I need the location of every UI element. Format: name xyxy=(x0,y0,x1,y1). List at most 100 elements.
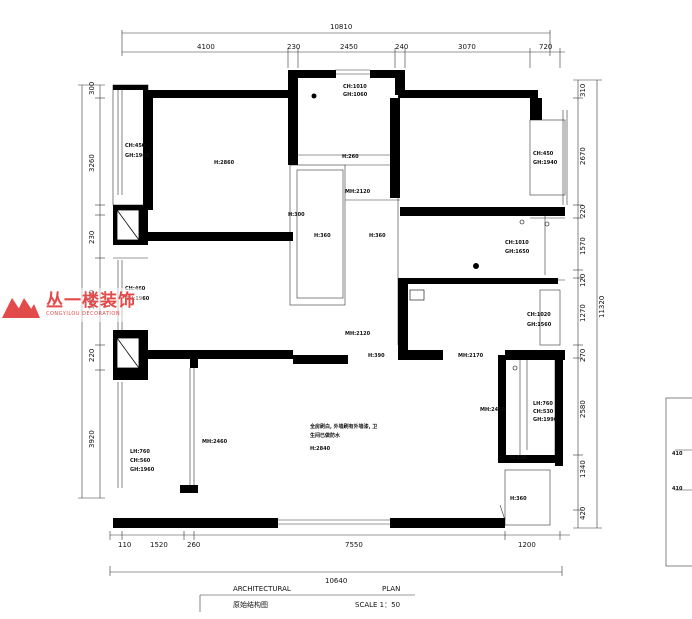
balcony-top-ch: CH:1010 xyxy=(343,84,367,90)
wall xyxy=(293,355,348,364)
adjacent-drawing-fragment: 410 410 xyxy=(672,451,683,492)
right-dim-7: 270 xyxy=(579,349,587,362)
pipe-symbol xyxy=(544,221,550,227)
right-window-low-gh: GH:1560 xyxy=(527,322,552,328)
living-note-line1: 全房刷白, 外墙刷有外墙漆, 卫 xyxy=(309,423,377,430)
right-bottom-window-ch: CH:530 xyxy=(533,409,554,415)
wall xyxy=(555,358,563,466)
beam-left: H:300 xyxy=(288,212,305,218)
right-window-low-ch: CH:1020 xyxy=(527,312,551,318)
living-height: H:2840 xyxy=(310,446,331,452)
right-total-dim: 11320 xyxy=(598,296,606,318)
wall xyxy=(288,70,298,165)
living-left-opening: MH:2460 xyxy=(202,439,228,445)
top-dim-1: 4100 xyxy=(197,43,215,51)
right-bottom-window-lh: LH:760 xyxy=(533,401,553,407)
watermark-title: 丛一楼装饰 xyxy=(46,291,136,311)
right-window-mid-gh: GH:1650 xyxy=(505,249,530,255)
shaft-cross xyxy=(116,209,140,241)
right-dimensions: 310 2670 220 1570 120 1270 270 2580 1340… xyxy=(579,84,606,520)
left-dim-6: 220 xyxy=(88,349,96,362)
right-dim-8: 2580 xyxy=(579,400,587,418)
right-dim-9: 1340 xyxy=(579,460,587,478)
wall xyxy=(143,350,293,359)
bottom-total-dim: 10640 xyxy=(325,577,347,585)
wall xyxy=(498,355,506,463)
top-dimensions: 10810 4100 230 2450 240 3070 720 xyxy=(197,23,552,51)
right-dim-1: 310 xyxy=(579,84,587,97)
walls xyxy=(113,70,565,528)
wall xyxy=(390,518,505,528)
title-plan: PLAN xyxy=(382,585,400,593)
right-dim-2: 2670 xyxy=(579,147,587,165)
corridor-upper-height: MH:2120 xyxy=(345,189,371,195)
drain-symbol xyxy=(473,263,479,269)
wall xyxy=(395,70,405,95)
shafts xyxy=(116,209,140,369)
living-note-line2: 生间已做防水 xyxy=(310,432,341,439)
left-dim-2: 3260 xyxy=(88,154,96,172)
symbols xyxy=(311,93,550,371)
wall xyxy=(398,278,558,284)
top-dim-3: 2450 xyxy=(340,43,358,51)
top-total-dim: 10810 xyxy=(330,23,352,31)
left-window-3-gh: GH:1960 xyxy=(130,467,155,473)
wall xyxy=(400,207,565,216)
wall xyxy=(288,70,336,78)
title-drawing-name: 原始结构图 xyxy=(233,600,268,609)
wall xyxy=(398,90,538,98)
fragment-label-1: 410 xyxy=(672,451,683,457)
left-dim-3: 230 xyxy=(88,231,96,244)
wall xyxy=(498,455,563,463)
beam-mid-1: H:360 xyxy=(314,233,331,239)
bottom-dim-3: 260 xyxy=(187,541,200,549)
bottom-dimensions: 110 1520 260 7550 1200 10640 xyxy=(118,541,536,585)
wall xyxy=(530,98,542,120)
corridor-lower-height: MH:2120 xyxy=(345,331,371,337)
left-window-3-lh: LH:760 xyxy=(130,449,150,455)
bottom-dim-4: 7550 xyxy=(345,541,363,549)
wall xyxy=(113,518,278,528)
left-dim-1: 300 xyxy=(88,82,96,95)
right-dim-4: 1570 xyxy=(579,237,587,255)
top-dim-2: 230 xyxy=(287,43,300,51)
title-scale: SCALE 1：50 xyxy=(355,601,400,609)
beam-bottom-right-2: H:360 xyxy=(510,496,527,502)
left-window-1-ch: CH:450 xyxy=(125,143,146,149)
drain-symbol xyxy=(311,93,317,99)
upper-right-window-ch: CH:450 xyxy=(533,151,554,157)
fragment-label-2: 410 xyxy=(672,486,683,492)
balcony-top-gh: GH:1060 xyxy=(343,92,368,98)
beam-right-low: MH:2170 xyxy=(458,353,484,359)
wall xyxy=(390,98,400,198)
right-dim-10: 420 xyxy=(579,507,587,520)
beam-low: H:390 xyxy=(368,353,385,359)
fixture-symbol xyxy=(409,289,425,301)
wall xyxy=(113,85,148,90)
wall xyxy=(143,90,153,210)
beam-mid-2: H:360 xyxy=(369,233,386,239)
brand-logo-icon xyxy=(2,298,40,318)
room-labels: H:2860 CH:450 GH:1960 CH:460 GH:1960 LH:… xyxy=(125,84,558,502)
bottom-dim-2: 1520 xyxy=(150,541,168,549)
title-architectural: ARCHITECTURAL xyxy=(233,585,291,593)
bottom-dim-5: 1200 xyxy=(518,541,536,549)
watermark-subtitle: CONGYILOU DECORATION xyxy=(46,311,121,317)
wall xyxy=(398,282,408,357)
left-window-1-gh: GH:1960 xyxy=(125,153,150,159)
watermark: 丛一楼装饰 CONGYILOU DECORATION xyxy=(0,288,142,322)
right-dim-5: 120 xyxy=(579,274,587,287)
living-right-opening: MH:2450 xyxy=(480,407,506,413)
wall xyxy=(143,232,293,241)
left-dimensions: 300 3260 230 1200 270 220 3920 xyxy=(88,82,96,448)
pipe-symbol xyxy=(512,365,518,371)
title-block: ARCHITECTURAL PLAN 原始结构图 SCALE 1：50 xyxy=(233,585,400,609)
right-bottom-window-gh: GH:1990 xyxy=(533,417,558,423)
shaft-cross xyxy=(116,337,140,369)
right-dim-6: 1270 xyxy=(579,304,587,322)
wall xyxy=(180,485,198,493)
top-dim-5: 3070 xyxy=(458,43,476,51)
pipe-symbol xyxy=(519,219,525,225)
wall xyxy=(505,350,565,360)
